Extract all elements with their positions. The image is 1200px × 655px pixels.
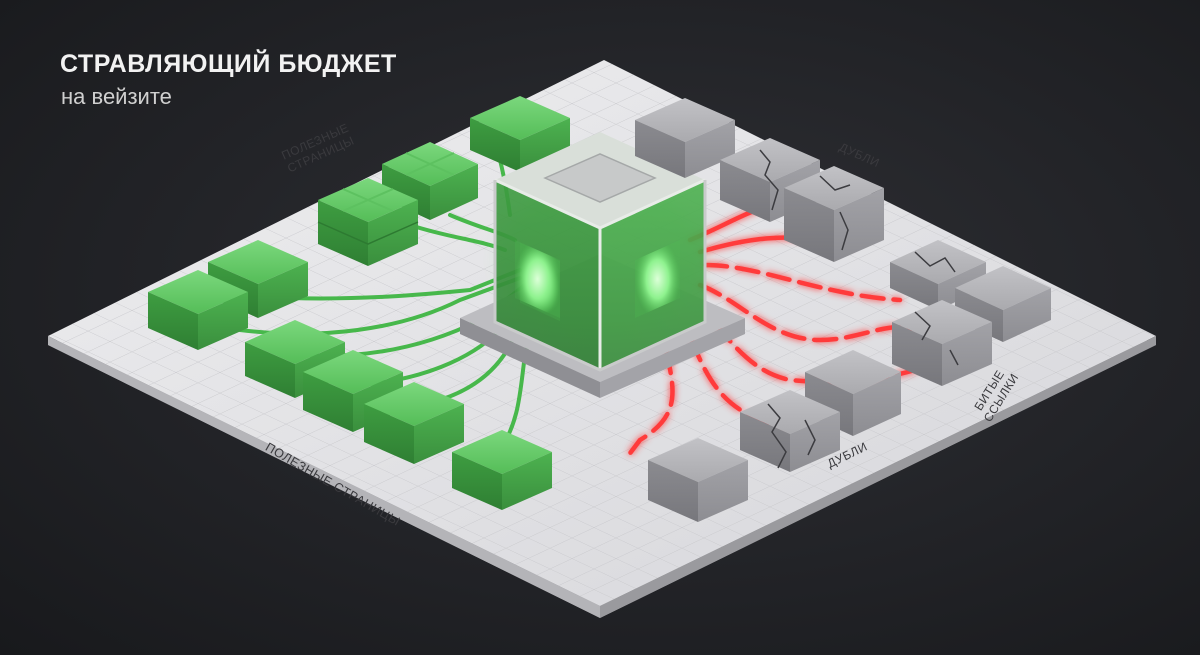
- concrete-block: [955, 266, 1051, 342]
- page-title: СТРАВЛЯЮЩИЙ БЮДЖЕТ: [60, 50, 397, 78]
- cracked-block: [784, 166, 884, 262]
- green-block: [364, 382, 464, 464]
- green-block: [470, 96, 570, 172]
- green-cluster: [317, 178, 419, 266]
- cracked-block: [740, 390, 840, 472]
- cracked-block: [892, 300, 992, 386]
- concrete-blocks: [635, 98, 1051, 522]
- page-subtitle: на вейзите: [61, 84, 172, 109]
- useful-pages-blocks: [148, 96, 570, 510]
- concrete-block: [648, 438, 748, 522]
- green-block: [148, 270, 248, 350]
- crawl-core: [460, 132, 745, 398]
- concrete-block: [635, 98, 735, 178]
- concrete-block: [805, 350, 901, 436]
- green-block: [452, 430, 552, 510]
